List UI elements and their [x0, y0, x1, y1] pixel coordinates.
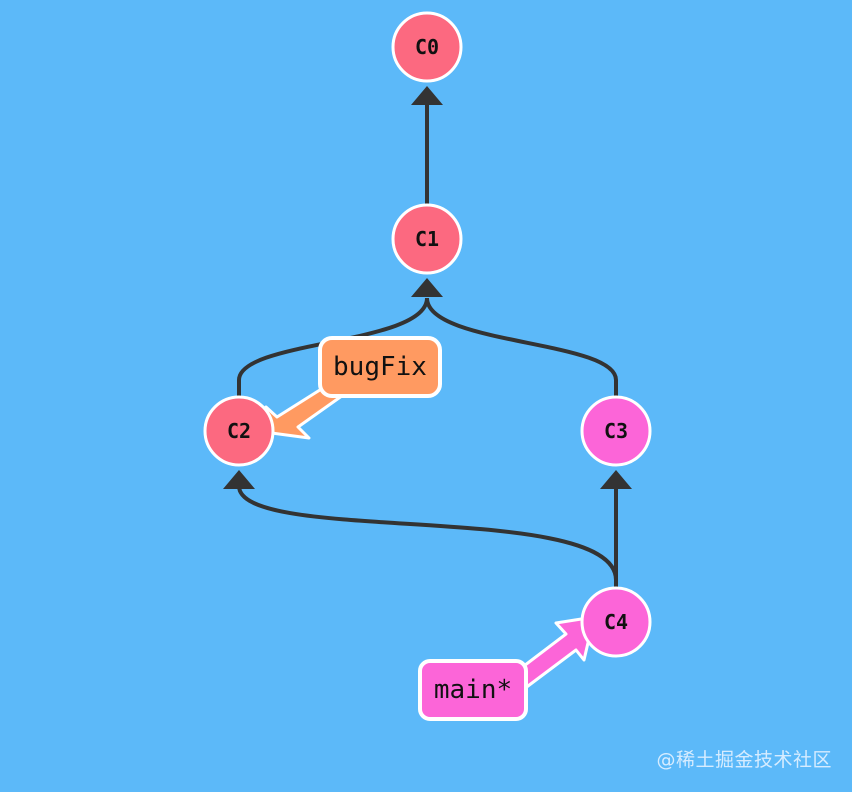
arrowhead-c3 [600, 470, 632, 489]
branch-bugfix-box [318, 336, 442, 398]
arrowhead-c0 [411, 86, 443, 105]
commit-c1-circle [391, 203, 463, 275]
commit-c4-label: C4 [604, 610, 628, 634]
commit-c2-label: C2 [227, 419, 251, 443]
branch-main-label: main* [434, 675, 512, 705]
commit-c1[interactable]: C1 [391, 203, 463, 275]
commit-c4-circle [580, 586, 652, 658]
commit-c3-label: C3 [604, 419, 628, 443]
commit-c2[interactable]: C2 [203, 395, 275, 467]
branch-labels: bugFix main* [318, 336, 528, 721]
watermark-text: @稀土掘金技术社区 [656, 749, 832, 771]
commit-nodes: C0 C1 C2 C3 C4 [203, 11, 652, 658]
branch-bugfix-label: bugFix [333, 352, 427, 382]
commit-c1-label: C1 [415, 227, 439, 251]
branch-main[interactable]: main* [418, 659, 528, 721]
branch-bugfix[interactable]: bugFix [318, 336, 442, 398]
commit-c3[interactable]: C3 [580, 395, 652, 467]
commit-c3-circle [580, 395, 652, 467]
branch-main-box [418, 659, 528, 721]
arrowhead-c2 [223, 470, 255, 489]
commit-c0-circle [391, 11, 463, 83]
arrowhead-c1 [411, 278, 443, 297]
edge-c3-c1 [425, 297, 618, 397]
commit-c2-circle [203, 395, 275, 467]
commit-c0-label: C0 [415, 35, 439, 59]
edge-c4-c2 [237, 485, 618, 588]
commit-c0[interactable]: C0 [391, 11, 463, 83]
commit-c4[interactable]: C4 [580, 586, 652, 658]
